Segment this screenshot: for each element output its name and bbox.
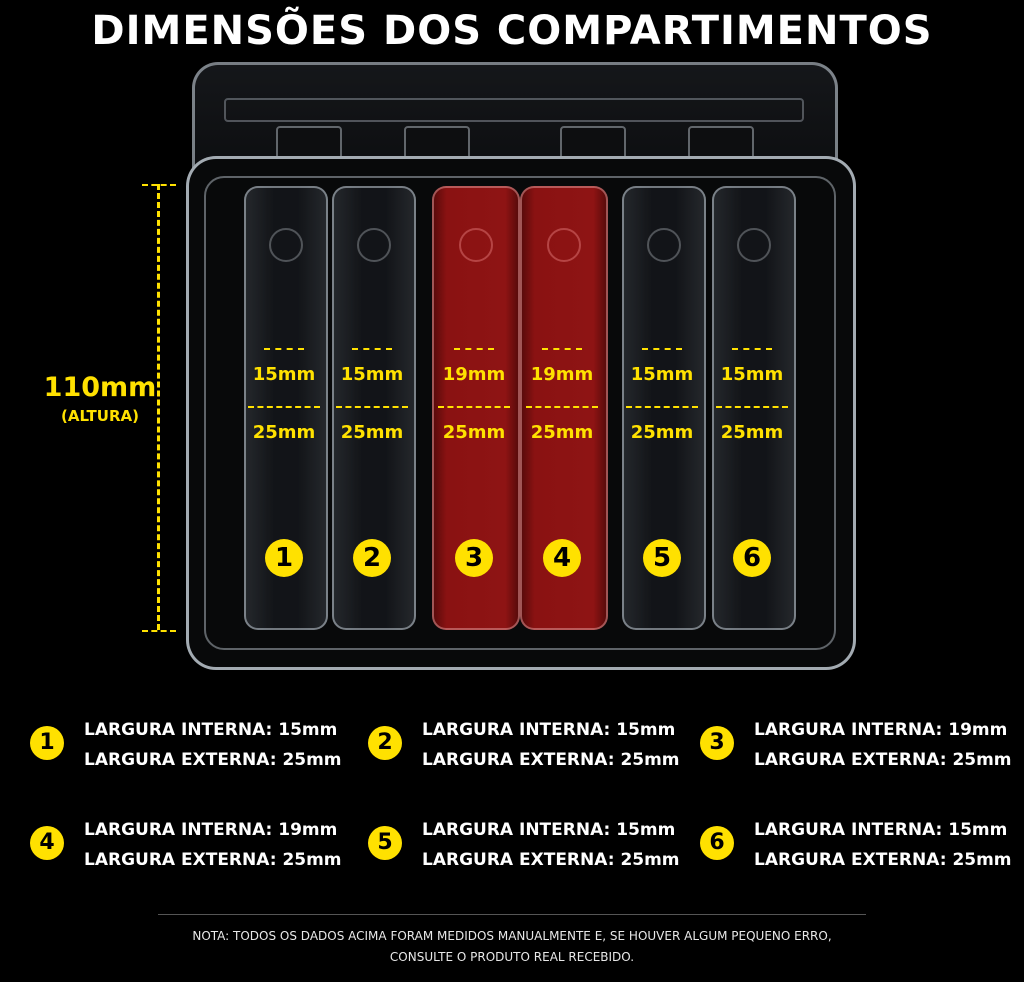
note: NOTA: TODOS OS DADOS ACIMA FORAM MEDIDOS… bbox=[100, 926, 924, 968]
note-divider bbox=[158, 914, 866, 915]
inner-width-label: 15mm bbox=[630, 364, 694, 385]
inner-width-dash bbox=[732, 348, 772, 350]
spec-number-badge: 1 bbox=[30, 726, 64, 760]
inner-width-dash bbox=[454, 348, 494, 350]
spec-number-badge: 6 bbox=[700, 826, 734, 860]
outer-width-dash bbox=[438, 406, 510, 408]
inner-width-label: 15mm bbox=[340, 364, 404, 385]
inner-width-dash bbox=[642, 348, 682, 350]
compartment-hole bbox=[737, 228, 771, 262]
inner-width-spec: LARGURA INTERNA: 15mm bbox=[422, 820, 676, 840]
outer-width-dash bbox=[526, 406, 598, 408]
hinge bbox=[276, 126, 342, 160]
compartment-hole bbox=[357, 228, 391, 262]
height-tick-bottom bbox=[142, 630, 176, 632]
inner-width-spec: LARGURA INTERNA: 19mm bbox=[754, 720, 1008, 740]
height-caption: (ALTURA) bbox=[61, 407, 139, 425]
inner-width-label: 15mm bbox=[252, 364, 316, 385]
outer-width-spec: LARGURA EXTERNA: 25mm bbox=[84, 850, 342, 870]
outer-width-spec: LARGURA EXTERNA: 25mm bbox=[422, 850, 680, 870]
inner-width-label: 19mm bbox=[530, 364, 594, 385]
outer-width-label: 25mm bbox=[720, 422, 784, 443]
compartment-number-badge: 4 bbox=[543, 539, 581, 577]
inner-width-spec: LARGURA INTERNA: 15mm bbox=[84, 720, 338, 740]
outer-width-spec: LARGURA EXTERNA: 25mm bbox=[754, 850, 1012, 870]
compartment-number-badge: 1 bbox=[265, 539, 303, 577]
height-label: 110mm (ALTURA) bbox=[40, 372, 160, 425]
tray-inner-wall bbox=[204, 176, 836, 650]
spec-number-badge: 3 bbox=[700, 726, 734, 760]
outer-width-label: 25mm bbox=[442, 422, 506, 443]
compartment-hole bbox=[269, 228, 303, 262]
compartment-number-badge: 5 bbox=[643, 539, 681, 577]
outer-width-dash bbox=[716, 406, 788, 408]
outer-width-dash bbox=[248, 406, 320, 408]
inner-width-spec: LARGURA INTERNA: 15mm bbox=[422, 720, 676, 740]
page-title: DIMENSÕES DOS COMPARTIMENTOS bbox=[91, 8, 933, 54]
height-value: 110mm bbox=[43, 372, 157, 403]
inner-width-spec: LARGURA INTERNA: 19mm bbox=[84, 820, 338, 840]
hinge bbox=[688, 126, 754, 160]
note-line-2: CONSULTE O PRODUTO REAL RECEBIDO. bbox=[389, 950, 635, 964]
note-line-1: NOTA: TODOS OS DADOS ACIMA FORAM MEDIDOS… bbox=[192, 929, 832, 943]
outer-width-spec: LARGURA EXTERNA: 25mm bbox=[422, 750, 680, 770]
compartment-hole bbox=[647, 228, 681, 262]
inner-width-dash bbox=[264, 348, 304, 350]
inner-width-spec: LARGURA INTERNA: 15mm bbox=[754, 820, 1008, 840]
outer-width-dash bbox=[336, 406, 408, 408]
outer-width-spec: LARGURA EXTERNA: 25mm bbox=[84, 750, 342, 770]
outer-width-spec: LARGURA EXTERNA: 25mm bbox=[754, 750, 1012, 770]
compartment-hole bbox=[459, 228, 493, 262]
compartment-hole bbox=[547, 228, 581, 262]
outer-width-label: 25mm bbox=[630, 422, 694, 443]
inner-width-label: 15mm bbox=[720, 364, 784, 385]
inner-width-label: 19mm bbox=[442, 364, 506, 385]
inner-width-dash bbox=[352, 348, 392, 350]
spec-number-badge: 4 bbox=[30, 826, 64, 860]
hinge bbox=[404, 126, 470, 160]
compartment-number-badge: 3 bbox=[455, 539, 493, 577]
spec-number-badge: 5 bbox=[368, 826, 402, 860]
outer-width-label: 25mm bbox=[340, 422, 404, 443]
lid-strip bbox=[224, 98, 804, 122]
compartment-number-badge: 6 bbox=[733, 539, 771, 577]
height-dimension-line bbox=[157, 184, 160, 630]
outer-width-label: 25mm bbox=[252, 422, 316, 443]
outer-width-label: 25mm bbox=[530, 422, 594, 443]
hinge bbox=[560, 126, 626, 160]
inner-width-dash bbox=[542, 348, 582, 350]
compartment-number-badge: 2 bbox=[353, 539, 391, 577]
outer-width-dash bbox=[626, 406, 698, 408]
spec-number-badge: 2 bbox=[368, 726, 402, 760]
